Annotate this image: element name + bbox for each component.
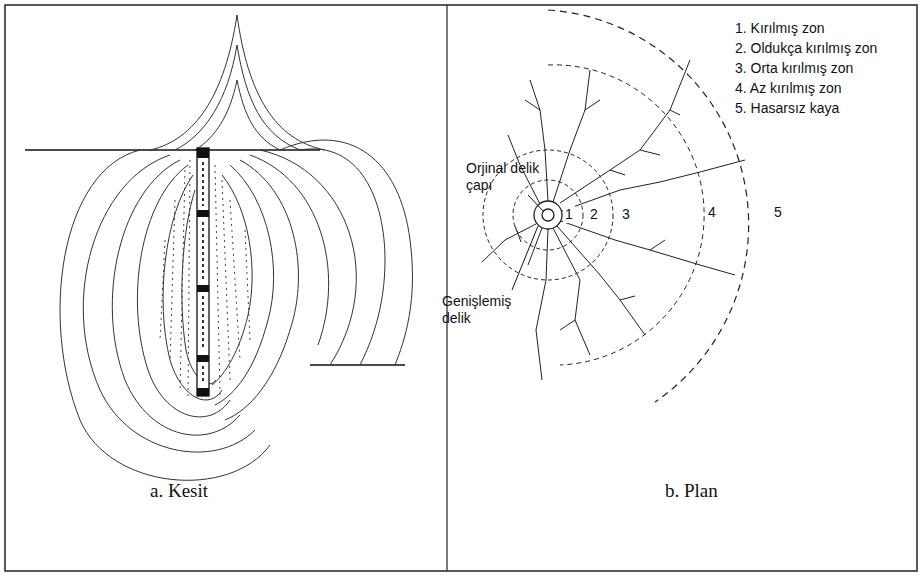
legend-entry: 2. Oldukça kırılmış zon <box>735 40 877 57</box>
panel-caption: b. Plan <box>665 480 718 502</box>
leader-lines <box>512 195 543 290</box>
section-contours <box>25 15 412 480</box>
legend-entry: 1. Kırılmış zon <box>735 20 824 37</box>
plan-zones <box>483 10 749 402</box>
zone-number: 4 <box>706 204 718 221</box>
plan-cracks <box>482 60 745 380</box>
zone-number: 5 <box>772 204 784 221</box>
panel-caption: a. Kesit <box>150 480 208 502</box>
legend-entry: 3. Orta kırılmış zon <box>735 60 853 77</box>
legend-entry: 4. Az kırılmış zon <box>735 80 842 97</box>
zone-number: 2 <box>588 206 600 223</box>
callout-label: Orjinal delik çapı <box>466 160 550 194</box>
blast-hole <box>197 148 209 396</box>
callout-label: Genişlemiş delik <box>442 293 522 327</box>
zone-number: 1 <box>563 206 575 223</box>
panel-divider <box>446 5 447 571</box>
legend-entry: 5. Hasarsız kaya <box>735 100 839 117</box>
zone-number: 3 <box>620 206 632 223</box>
figure-frame <box>5 5 917 571</box>
